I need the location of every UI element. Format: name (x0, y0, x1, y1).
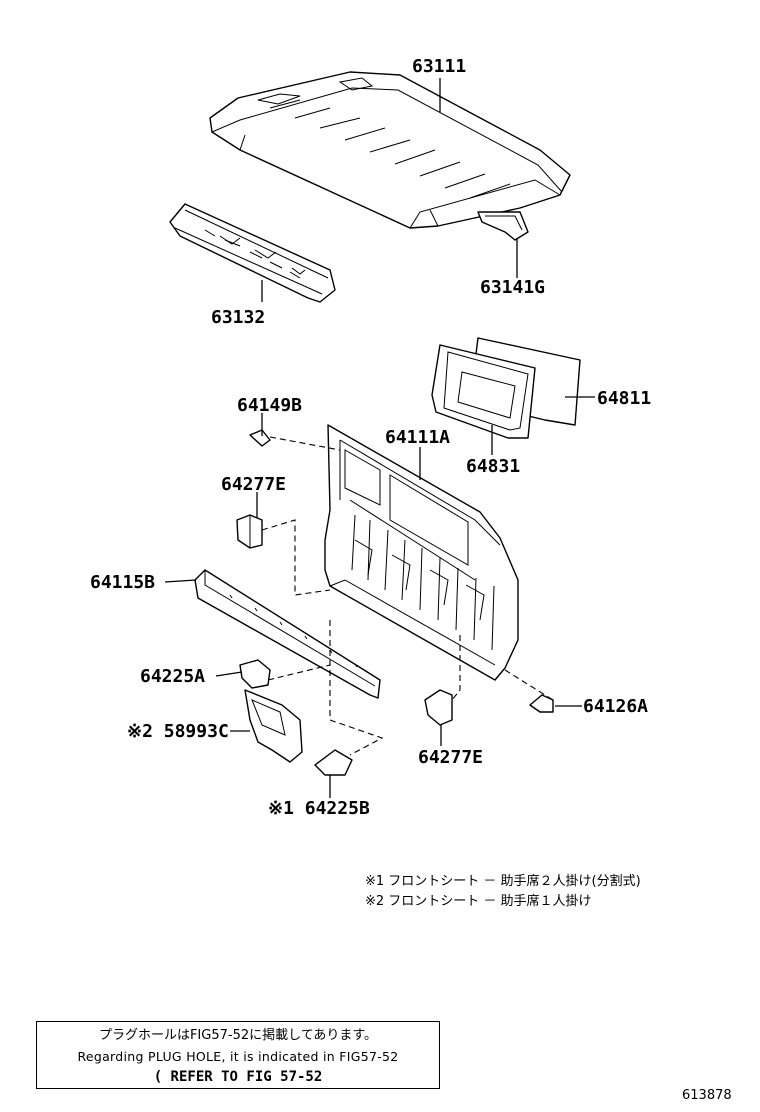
part-label-63111: 63111 (412, 56, 466, 77)
figure-number: 613878 (682, 1088, 732, 1103)
part-label-63141g: 63141G (480, 277, 545, 298)
part-label-64115b: 64115B (90, 572, 155, 593)
bracket-64277e-top-drawing (236, 514, 263, 549)
rear-rail-drawing (477, 211, 529, 241)
bracket-58993c-drawing (244, 689, 303, 763)
part-label-64111a: 64111A (385, 427, 450, 448)
part-label-64126a: 64126A (583, 696, 648, 717)
footnote-2: ※2 フロントシート － 助手席１人掛け (365, 893, 592, 909)
part-label-64225a: 64225A (140, 666, 205, 687)
notice-japanese: プラグホールはFIG57-52に掲載してあります。 (98, 1028, 378, 1043)
notice-english: Regarding PLUG HOLE, it is indicated in … (77, 1049, 399, 1064)
header-panel-drawing (169, 203, 336, 303)
part-label-64831: 64831 (466, 456, 520, 477)
part-label-64277e-top: 64277E (221, 474, 286, 495)
part-label-64277e-bottom: 64277E (418, 747, 483, 768)
part-label-64225b: ※1 64225B (268, 798, 370, 819)
clip-64149b-drawing (249, 429, 271, 447)
clip-64225b-drawing (314, 749, 353, 776)
roof-panel-drawing (209, 71, 571, 229)
clip-64225a-drawing (239, 659, 271, 689)
part-label-63132: 63132 (211, 307, 265, 328)
notice-box: プラグホールはFIG57-52に掲載してあります。 Regarding PLUG… (36, 1021, 440, 1089)
bracket-64277e-bottom-drawing (424, 689, 453, 726)
back-panel-drawing (324, 424, 519, 681)
leader-lines (164, 78, 595, 798)
part-label-64811: 64811 (597, 388, 651, 409)
clip-64126a-drawing (529, 694, 554, 713)
footnote-1: ※1 フロントシート － 助手席２人掛け(分割式) (365, 873, 641, 889)
part-label-64149b: 64149B (237, 395, 302, 416)
notice-reference: ( REFER TO FIG 57-52 (153, 1069, 323, 1085)
back-window-drawing (431, 337, 581, 439)
cross-member-drawing (194, 569, 381, 699)
part-label-58993c: ※2 58993C (127, 721, 229, 742)
